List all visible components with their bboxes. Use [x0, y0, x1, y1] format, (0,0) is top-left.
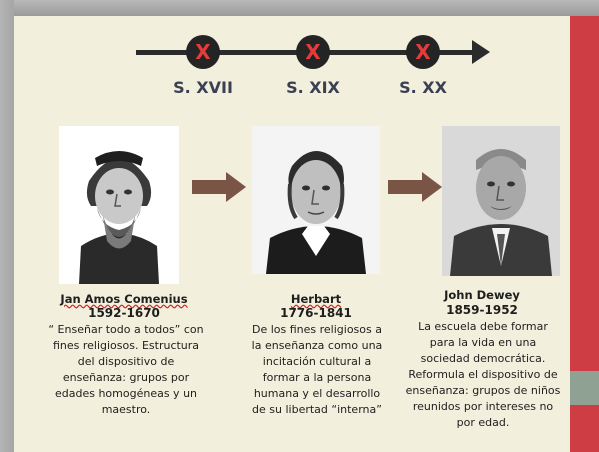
- timeline-marker-1: X: [186, 35, 220, 69]
- arrow-right-icon: [388, 172, 442, 202]
- person-name-herbart: Herbart: [290, 292, 342, 306]
- portrait-dewey-image: [442, 126, 560, 276]
- portrait-dewey: [442, 126, 560, 276]
- person-description-dewey: La escuela debe formar para la vida en u…: [405, 320, 561, 429]
- portrait-herbart-image: [252, 126, 380, 274]
- portrait-comenius-image: [59, 126, 179, 284]
- portrait-herbart: [252, 126, 380, 274]
- century-label-2: S. XIX: [286, 78, 340, 97]
- person-years-comenius: 1592-1670: [88, 306, 160, 320]
- window-frame-top: [0, 0, 599, 16]
- gray-accent-block: [570, 371, 599, 405]
- person-description-herbart: De los fines religiosos a la enseñanza c…: [251, 323, 383, 416]
- person-description-comenius: “ Enseñar todo a todos” con fines religi…: [48, 323, 204, 416]
- x-mark-icon: X: [195, 40, 211, 64]
- x-mark-icon: X: [415, 40, 431, 64]
- person-name-dewey: John Dewey: [444, 288, 520, 302]
- window-frame-left: [0, 0, 14, 452]
- timeline-arrowhead-icon: [472, 40, 490, 64]
- century-label-1: S. XVII: [173, 78, 233, 97]
- timeline-marker-3: X: [406, 35, 440, 69]
- person-name-comenius: Jan Amos Comenius: [60, 292, 188, 306]
- person-years-herbart: 1776-1841: [280, 306, 352, 320]
- portrait-comenius: [59, 126, 179, 284]
- arrow-right-icon: [192, 172, 246, 202]
- x-mark-icon: X: [305, 40, 321, 64]
- timeline-marker-2: X: [296, 35, 330, 69]
- slide-canvas: X X X S. XVII S. XIX S. XX: [14, 16, 599, 452]
- person-years-dewey: 1859-1952: [446, 303, 518, 317]
- century-label-3: S. XX: [399, 78, 447, 97]
